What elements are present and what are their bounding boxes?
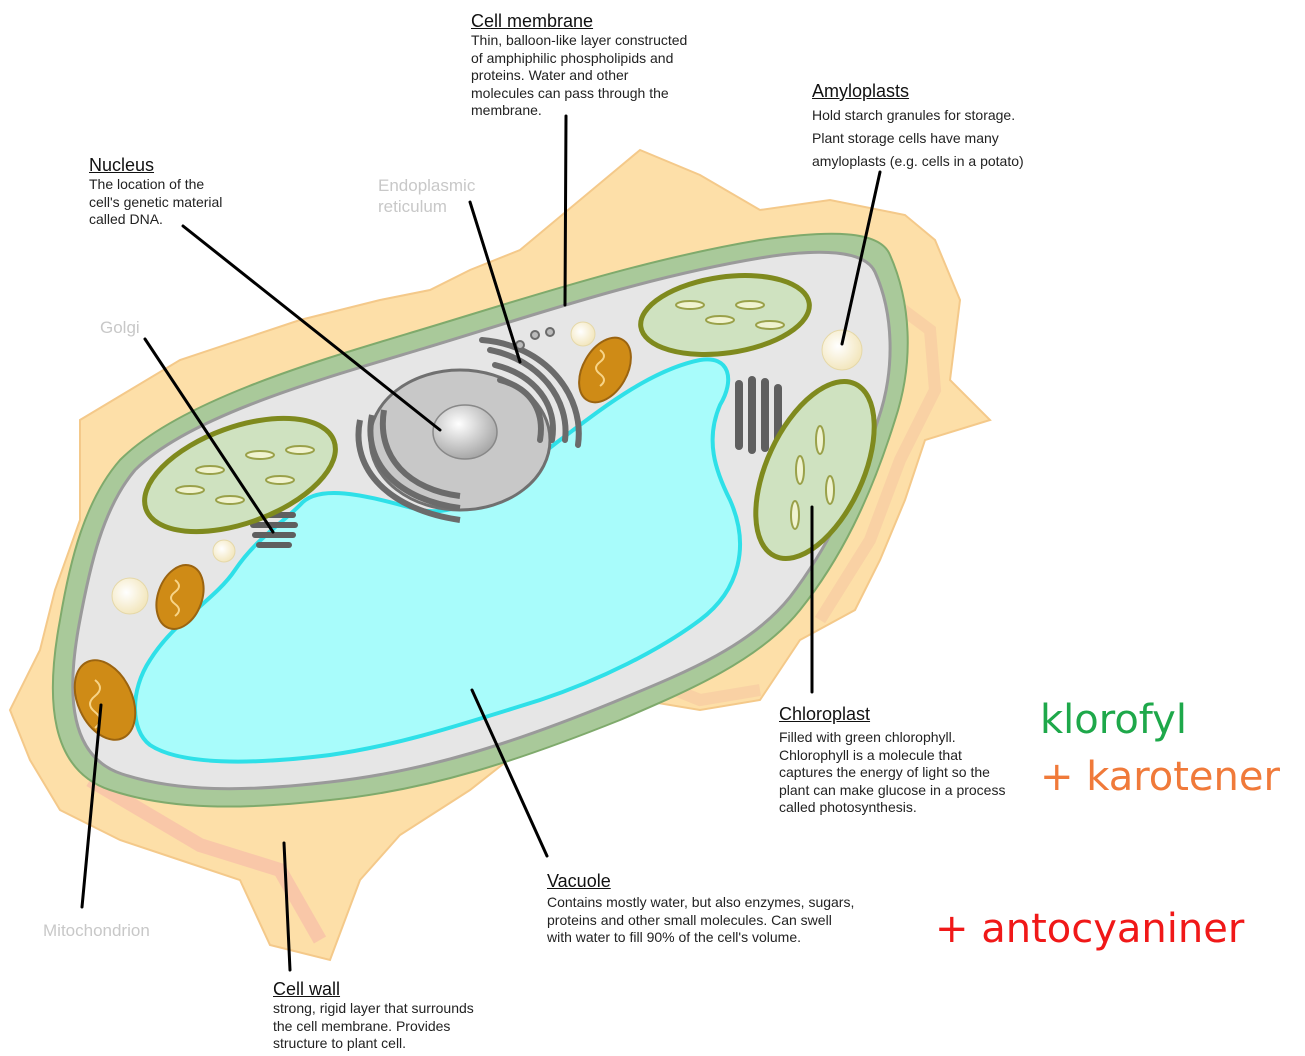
chloroplast-title: Chloroplast: [779, 703, 1079, 725]
chloroplast-desc-line-3: captures the energy of light so the: [779, 764, 1079, 782]
amyloplasts-desc-line-2: Plant storage cells have many: [812, 127, 1092, 150]
amyloplasts-desc-line-1: Hold starch granules for storage.: [812, 104, 1092, 127]
cell-wall-desc-line-1: strong, rigid layer that surrounds: [273, 1000, 553, 1018]
vacuole-desc-line-2: proteins and other small molecules. Can …: [547, 912, 937, 930]
endoplasmic-reticulum-label: Endoplasmic reticulum: [378, 175, 528, 217]
chloroplast-label: Chloroplast Filled with green chlorophyl…: [779, 703, 1079, 817]
cell-membrane-desc-line-2: of amphiphilic phospholipids and: [471, 50, 771, 68]
chloroplast-desc-line-5: called photosynthesis.: [779, 799, 1079, 817]
nucleus-desc-line-1: The location of the: [89, 176, 289, 194]
chloroplast-desc-line-1: Filled with green chlorophyll.: [779, 729, 1079, 747]
nucleus-title: Nucleus: [89, 154, 289, 176]
amyloplasts-label: Amyloplasts Hold starch granules for sto…: [812, 80, 1092, 173]
annotation-karotener: + karotener: [1040, 754, 1280, 800]
cell-membrane-desc-line-4: molecules can pass through the: [471, 85, 771, 103]
annotation-klorofyl: klorofyl: [1040, 697, 1187, 743]
amyloplasts-desc-line-3: amyloplasts (e.g. cells in a potato): [812, 150, 1092, 173]
chloroplast-desc-line-2: Chlorophyll is a molecule that: [779, 747, 1079, 765]
vacuole-label: Vacuole Contains mostly water, but also …: [547, 870, 937, 947]
vacuole-desc-line-3: with water to fill 90% of the cell's vol…: [547, 929, 937, 947]
cell-membrane-label: Cell membrane Thin, balloon-like layer c…: [471, 10, 771, 120]
cell-membrane-desc-line-5: membrane.: [471, 102, 771, 120]
cell-wall-desc-line-2: the cell membrane. Provides: [273, 1018, 553, 1036]
cell-membrane-title: Cell membrane: [471, 10, 771, 32]
er-line-2: reticulum: [378, 196, 528, 217]
cell-wall-desc-line-3: structure to plant cell.: [273, 1035, 553, 1053]
cell-membrane-desc-line-1: Thin, balloon-like layer constructed: [471, 32, 771, 50]
cell-membrane-desc-line-3: proteins. Water and other: [471, 67, 771, 85]
amyloplasts-title: Amyloplasts: [812, 80, 1092, 102]
golgi-label: Golgi: [100, 317, 140, 338]
nucleus-desc-line-2: cell's genetic material: [89, 194, 289, 212]
cell-wall-title: Cell wall: [273, 978, 553, 1000]
er-line-1: Endoplasmic: [378, 175, 528, 196]
nucleus-label: Nucleus The location of the cell's genet…: [89, 154, 289, 229]
chloroplast-desc-line-4: plant can make glucose in a process: [779, 782, 1079, 800]
mitochondrion-label: Mitochondrion: [43, 920, 150, 941]
nucleus-desc-line-3: called DNA.: [89, 211, 289, 229]
vacuole-desc-line-1: Contains mostly water, but also enzymes,…: [547, 894, 937, 912]
cell-wall-label: Cell wall strong, rigid layer that surro…: [273, 978, 553, 1053]
vacuole-title: Vacuole: [547, 870, 937, 892]
annotation-antocyaniner: + antocyaniner: [935, 906, 1244, 952]
